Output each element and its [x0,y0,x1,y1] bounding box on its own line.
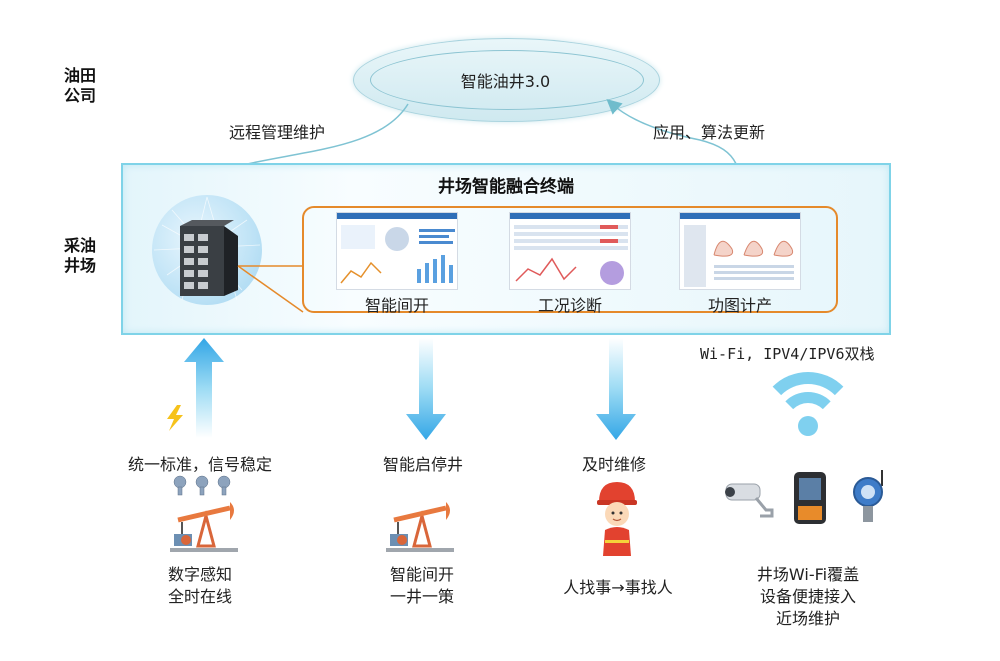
app-screenshot-interval [336,212,458,290]
wifi-icon [758,372,858,452]
arrow-up-standard [184,338,224,438]
app-screenshot-diagnosis [509,212,631,290]
sensor-icon [173,475,231,496]
label-smart-start-stop: 智能启停井 [383,455,464,474]
app-screenshot-production [679,212,801,290]
side-label-wellsite: 采油 井场 [64,236,97,275]
cloud-inner-ring [370,50,644,110]
caption-wifi-coverage: 井场Wi-Fi覆盖设备便捷接入近场维护 [756,565,860,628]
app-label-diagnosis: 工况诊断 [537,296,602,315]
flow-label-remote: 远程管理维护 [229,123,326,142]
arrow-down-repair [596,338,636,440]
lightning-icon [167,405,183,431]
worker-icon [597,482,637,556]
pumpjack-icon [386,502,454,552]
pumpjack-icon [170,502,238,552]
diagnosis-thumbnail-icon [514,225,628,285]
caption-digital-sensing: 数字感知全时在线 [167,565,232,606]
side-label-oilfield: 油田 公司 [64,66,97,105]
wifi-caption: Wi-Fi, IPV4/IPV6双栈 [700,345,875,363]
app-label-production: 功图计产 [707,296,772,315]
handheld-icon [794,472,826,524]
terminal-title: 井场智能融合终端 [438,177,574,197]
app-label-interval: 智能间开 [364,296,429,315]
label-standard-signal: 统一标准，信号稳定 [128,455,273,474]
caption-smart-interval: 智能间开一井一策 [389,565,454,606]
dashboard-thumbnail-icon [340,225,455,284]
cloud-label: 智能油井3.0 [460,72,551,91]
label-timely-repair: 及时维修 [582,455,647,474]
transmitter-icon [853,470,883,522]
apps-frame [302,206,838,313]
switch-icon [180,220,238,296]
arrow-down-start-stop [406,338,446,440]
camera-icon [725,483,774,518]
caption-proactive-repair: 人找事→事找人 [563,578,673,597]
flow-label-update: 应用、算法更新 [653,123,766,142]
production-thumbnail-icon [684,225,794,287]
